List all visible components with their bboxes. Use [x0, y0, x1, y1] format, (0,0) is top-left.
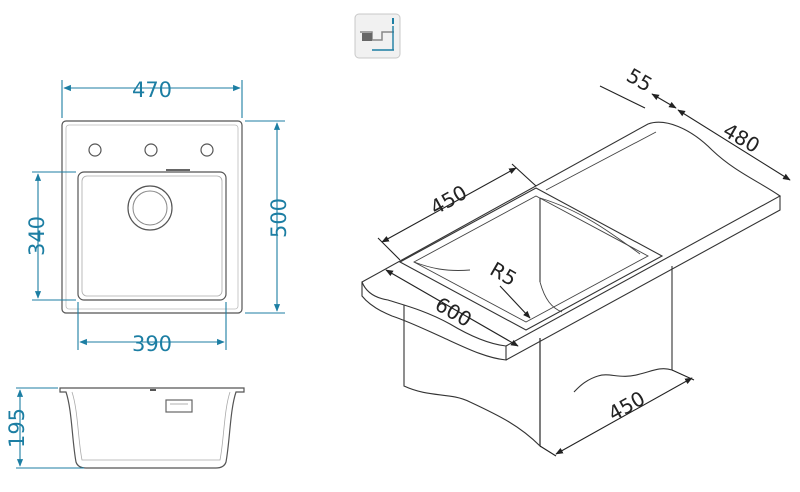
sink-section-side	[59, 387, 245, 469]
sink-outline-top	[61, 120, 243, 314]
dimension-line-480	[677, 109, 791, 181]
isometric-view: 55 480 450 R5 600 450	[361, 63, 791, 457]
cabinet-right-panel	[573, 266, 673, 393]
tap-hole-icon	[200, 143, 214, 157]
inset-mount-icon	[354, 13, 401, 59]
radius-label: R5	[486, 257, 521, 291]
tap-hole-icon	[144, 143, 158, 157]
cabinet-label: 450	[604, 386, 649, 426]
dimension-line-600	[385, 269, 519, 347]
top-view: 470 500 340 390	[25, 78, 291, 356]
dimension-line-450-bowl	[381, 167, 517, 243]
countertop-surface	[361, 121, 782, 347]
bowl-height-label: 340	[25, 216, 49, 256]
depth-label: 195	[5, 408, 29, 448]
bowl-width-label: 390	[132, 332, 172, 356]
tap-hole-icon	[88, 143, 102, 157]
drain-icon	[127, 185, 173, 231]
dimension-line-55	[651, 93, 677, 109]
cabinet-left-panel	[403, 305, 541, 448]
dimension-line-450-cabinet	[555, 377, 693, 455]
bowl-outline-top	[77, 171, 227, 301]
width-label: 470	[132, 78, 172, 102]
radius-leader	[499, 285, 531, 319]
side-view: 195	[5, 387, 245, 469]
depth-iso-label: 480	[719, 118, 764, 158]
drainer-label: 55	[622, 63, 656, 97]
height-label: 500	[267, 198, 291, 238]
